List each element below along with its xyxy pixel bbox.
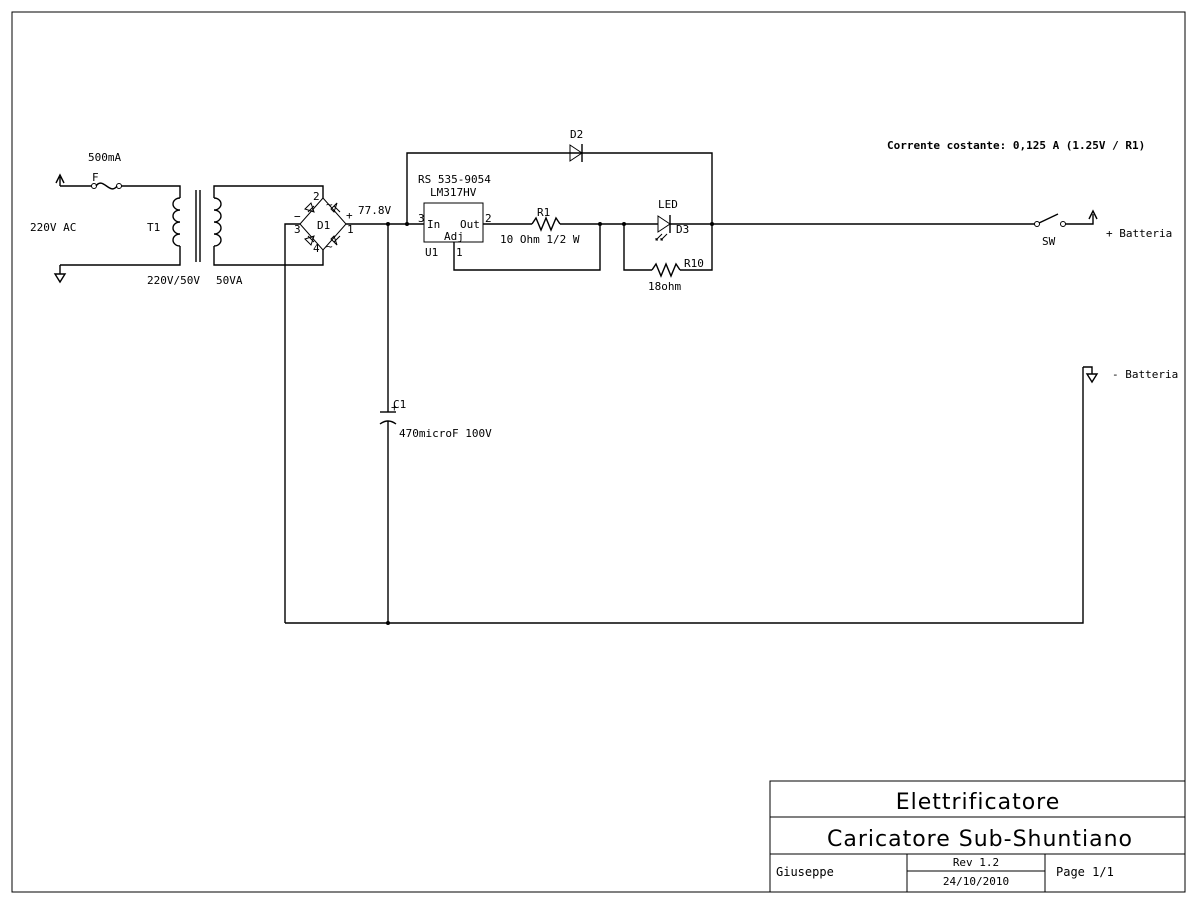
mains-input-label: 220V AC [30,221,76,234]
mains-input [53,173,165,284]
d3-ref: D3 [676,223,689,236]
bridge-pin2: 2 [313,190,320,203]
d2-ref: D2 [570,128,583,141]
fuse-rating: 500mA [88,151,121,164]
title-block [769,780,1186,893]
regulator-pin-adj: Adj [444,230,464,243]
led-label: LED [658,198,678,211]
bridge-pin3: 3 [294,223,301,236]
bridge-ac-top: ~ [326,198,333,211]
title-revision: Rev 1.2 [953,856,999,869]
regulator-u1 [405,152,713,271]
resistor-r10 [623,224,713,278]
fuse-ref: F [92,171,99,184]
battery-minus-terminal [1083,366,1099,384]
capacitor-ref: C1 [393,398,406,411]
bridge-pin1: 1 [347,223,354,236]
battery-minus-label: - Batteria [1112,368,1178,381]
resistor-r1 [531,216,624,232]
title-name: Caricatore Sub-Shuntiano [827,827,1133,852]
bridge-rectifier-d1 [284,185,407,623]
title-page: Page 1/1 [1056,865,1114,879]
current-note: Corrente costante: 0,125 A (1.25V / R1) [887,139,1145,152]
regulator-pin-in-num: 3 [418,212,425,225]
bridge-ac-bottom: ~ [326,240,333,253]
switch-ref: SW [1042,235,1056,248]
led-d3 [622,215,714,241]
bridge-plus: + [346,209,353,222]
rail-voltage: 77.8V [358,204,391,217]
capacitor-c1 [379,222,397,625]
transformer-ratio: 220V/50V [147,274,200,287]
title-company: Elettrificatore [896,790,1061,815]
transformer-power: 50VA [216,274,243,287]
transformer-t1 [165,185,286,266]
regulator-pin-adj-num: 1 [456,246,463,259]
regulator-pin-out: Out [460,218,480,231]
transformer-ref: T1 [147,221,160,234]
sheet-border [11,11,1186,893]
title-author: Giuseppe [776,865,834,879]
diode-d2 [569,144,583,162]
fuse [91,182,165,190]
title-date: 24/10/2010 [943,875,1009,888]
regulator-ref: U1 [425,246,438,259]
switch-sw [712,209,1098,227]
r1-ref: R1 [537,206,550,219]
r1-value: 10 Ohm 1/2 W [500,233,580,246]
regulator-pin-out-num: 2 [485,212,492,225]
r10-ref: R10 [684,257,704,270]
bridge-ref: D1 [317,219,330,232]
ground-return-wire [285,367,1084,624]
bridge-pin4: 4 [313,242,320,255]
regulator-type: LM317HV [430,186,477,199]
capacitor-plus: + [391,401,398,414]
regulator-part: RS 535-9054 [418,173,491,186]
r10-value: 18ohm [648,280,681,293]
regulator-pin-in: In [427,218,440,231]
battery-plus-label: + Batteria [1106,227,1172,240]
capacitor-value: 470microF 100V [399,427,492,440]
bridge-minus: − [294,210,301,223]
